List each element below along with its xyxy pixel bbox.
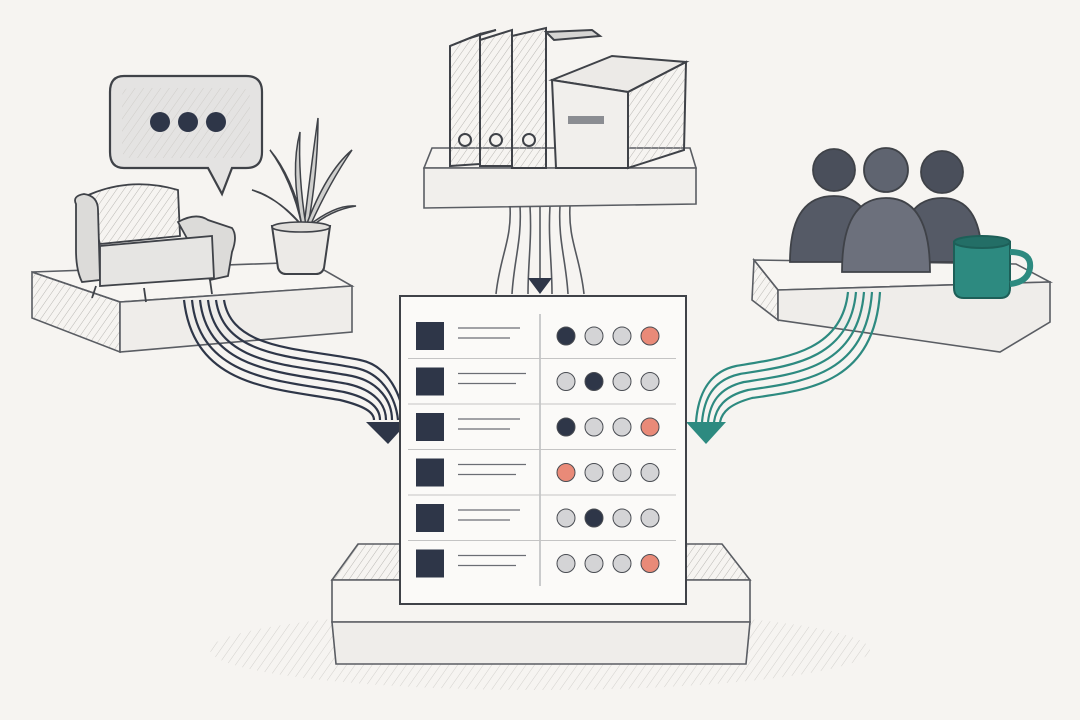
speech-bubble-icon <box>108 74 264 197</box>
rating-dot <box>556 326 576 346</box>
row-marker-square <box>416 413 444 441</box>
rating-dot <box>640 554 660 573</box>
row-marker-square <box>416 322 444 350</box>
rating-dot <box>556 417 576 437</box>
rating-dot <box>612 326 632 346</box>
matrix-row <box>416 549 660 578</box>
armchair-icon <box>74 183 236 303</box>
rating-dot <box>556 463 576 482</box>
rating-dot <box>612 417 632 437</box>
left-flow-arrowhead <box>366 422 408 444</box>
rating-dot <box>556 554 576 573</box>
row-marker-square <box>416 458 444 487</box>
left-flow-arrow <box>182 299 406 421</box>
matrix-row <box>408 367 676 405</box>
row-marker-square <box>416 367 444 396</box>
rating-dot <box>584 326 604 346</box>
rating-dot <box>556 372 576 391</box>
row-marker-square <box>416 504 444 532</box>
rating-dot <box>640 326 660 346</box>
matrix-row <box>408 458 676 496</box>
rating-dot <box>612 372 632 391</box>
rating-dot <box>584 417 604 437</box>
rating-dot <box>612 463 632 482</box>
top-flow-arrow <box>495 205 585 295</box>
matrix-row <box>408 322 676 359</box>
rating-dot <box>612 508 632 528</box>
rating-dot <box>640 372 660 391</box>
rating-dot <box>640 508 660 528</box>
right-flow-arrowhead <box>686 422 726 444</box>
storage-box-icon <box>548 54 690 170</box>
rating-dot <box>640 463 660 482</box>
matrix-rows <box>408 322 676 578</box>
rating-dot <box>584 463 604 482</box>
rating-dot <box>584 508 604 528</box>
binder-icon <box>449 26 603 169</box>
rating-dot <box>556 508 576 528</box>
rating-dot <box>584 554 604 573</box>
mug-icon <box>953 235 1034 299</box>
right-flow-arrow <box>694 291 882 423</box>
row-marker-square <box>416 549 444 578</box>
rating-dot <box>584 372 604 391</box>
top-flow-arrowhead <box>528 278 552 294</box>
rating-dot <box>640 417 660 437</box>
matrix-row <box>408 504 676 541</box>
matrix-row <box>408 413 676 450</box>
rating-dot <box>612 554 632 573</box>
potted-plant-icon <box>251 117 357 275</box>
